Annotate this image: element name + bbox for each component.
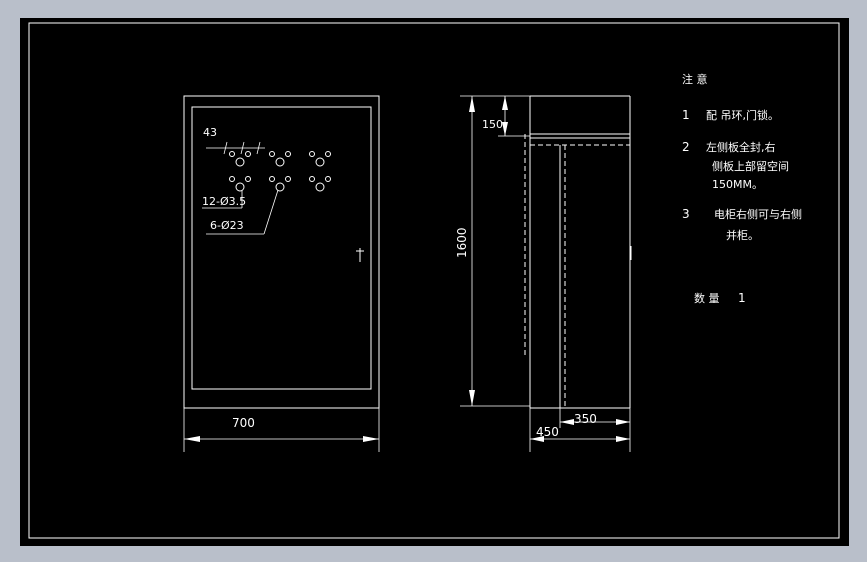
door-handle	[356, 248, 364, 262]
small-hole	[229, 151, 235, 157]
width-dim-label: 700	[232, 416, 255, 430]
small-hole	[245, 151, 251, 157]
notes-block: 注 意 1 配 吊环,门锁。 2 左侧板全封,右 侧板上部留空间 150MM。 …	[682, 72, 802, 305]
note-3-line-2: 并柜。	[726, 228, 759, 242]
door-panel	[191, 106, 372, 390]
large-hole	[315, 182, 325, 192]
small-hole	[309, 151, 315, 157]
depth-dimension: 350 450	[529, 408, 631, 452]
quantity-value: 1	[738, 291, 746, 305]
hole-callout-small: 12-Ø3.5	[202, 195, 246, 208]
notes-heading: 注 意	[682, 72, 708, 86]
note-1-number: 1	[682, 108, 690, 122]
depth-dim-label: 450	[536, 425, 559, 439]
top-dimension: 150	[482, 96, 530, 137]
hole-callout-large: 6-Ø23	[210, 219, 244, 232]
hole-spacing-dimension: 43	[203, 126, 265, 155]
note-2-line-1: 左侧板全封,右	[706, 140, 776, 154]
note-1-line-1: 配 吊环,门锁。	[706, 108, 779, 122]
note-2-line-2: 侧板上部留空间	[712, 159, 789, 173]
inner-depth-label: 350	[574, 412, 597, 426]
small-hole	[325, 151, 331, 157]
large-hole	[275, 157, 285, 167]
small-hole	[285, 151, 291, 157]
width-dimension: 700	[183, 408, 380, 452]
small-hole	[269, 151, 275, 157]
height-dimension: 1600	[455, 95, 530, 407]
drawing-canvas[interactable]: 43 12-Ø3.5 6-Ø23	[20, 18, 849, 546]
large-hole	[235, 182, 245, 192]
small-hole	[325, 176, 331, 182]
side-view: 1600 150	[455, 95, 632, 452]
hole-pattern	[229, 151, 331, 192]
height-dim-label: 1600	[455, 227, 469, 258]
drawing-border	[28, 22, 840, 539]
small-hole	[269, 176, 275, 182]
hole-spacing-label: 43	[203, 126, 217, 139]
quantity-label: 数 量	[694, 292, 720, 305]
small-hole	[229, 176, 235, 182]
small-hole	[309, 176, 315, 182]
front-view: 43 12-Ø3.5 6-Ø23	[183, 95, 380, 452]
note-3-number: 3	[682, 207, 690, 221]
small-hole	[285, 176, 291, 182]
note-2-line-3: 150MM。	[712, 178, 763, 191]
note-3-line-1: 电柜右侧可与右侧	[714, 207, 802, 221]
hole-callout-leaders: 12-Ø3.5 6-Ø23	[202, 189, 279, 235]
large-hole	[235, 157, 245, 167]
large-hole	[315, 157, 325, 167]
large-hole	[275, 182, 285, 192]
note-2-number: 2	[682, 140, 690, 154]
cabinet-outline	[183, 95, 380, 409]
top-dim-label: 150	[482, 118, 503, 131]
cad-drawing: 43 12-Ø3.5 6-Ø23	[28, 22, 840, 539]
small-hole	[245, 176, 251, 182]
